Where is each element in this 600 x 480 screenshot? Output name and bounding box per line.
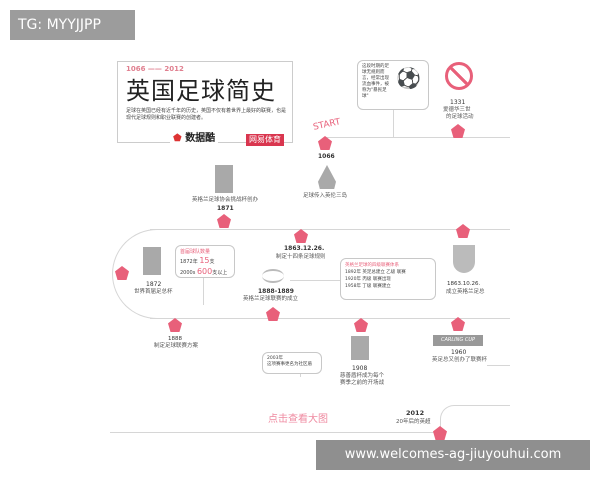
fa-cup-icon [143, 247, 161, 275]
pentagon-marker [456, 224, 470, 238]
pentagon-marker [168, 318, 182, 332]
year-1331: 1331 [450, 99, 466, 106]
league-box-row3: 1958年 丁级 联赛建立 [345, 284, 391, 289]
start-label: START [312, 117, 342, 133]
fa-box-row1: 1872年 15支 [180, 256, 215, 265]
pentagon-marker [354, 318, 368, 332]
timeline-bottom [110, 432, 440, 433]
click-view-large[interactable]: 点击查看大图 [268, 414, 328, 425]
event-1331-text2: 的足球活动 [446, 114, 474, 120]
mob-text: 这段时期的足球无规则而言，经常出现流血事件，被称为"暴民足球" [362, 64, 389, 99]
league-system-box: 英格兰足球的四级联赛体系 1892年 英足总建立 乙级 联赛 1920年 丙级 … [340, 258, 436, 300]
league-box-row2: 1920年 丙级 联赛出现 [345, 277, 391, 282]
fa-cup-box: 首届球队数量 1872年 15支 2000s 600支以上 [175, 245, 235, 278]
timeline-row2 [150, 318, 510, 319]
connector [290, 280, 340, 281]
pentagon-marker [294, 229, 308, 243]
year-1960: 1960 [451, 349, 467, 356]
pentagon-marker [318, 136, 332, 150]
no-football-icon [445, 62, 473, 90]
year-1871: 1871 [217, 205, 234, 212]
connector [393, 108, 394, 138]
pentagon-marker [266, 307, 280, 321]
year-2012: 2012 [406, 409, 425, 417]
pentagon-marker [217, 214, 231, 228]
community-shield-box: 2003年 这项赛事更名为社区盾 [262, 352, 322, 374]
carling-cup-badge: CARLING CUP [433, 335, 483, 346]
event-1888-text: 制定足球联赛方案 [154, 343, 199, 349]
mob-football-box: 这段时期的足球无规则而言，经常出现流血事件，被称为"暴民足球" [357, 60, 429, 110]
title-years: 1066 —— 2012 [126, 65, 184, 73]
title-card: 1066 —— 2012 英国足球简史 足球在英国已经有近千年的历史，英国不仅有… [117, 61, 293, 143]
league-box-row1: 1892年 英足总建立 乙级 联赛 [345, 270, 406, 275]
logo1-text: 数据酷 [185, 133, 216, 144]
box-2003-text: 这项赛事更名为社区盾 [267, 362, 312, 367]
page-title: 英国足球简史 [126, 77, 276, 105]
year-1066: 1066 [318, 153, 335, 160]
event-2012-text: 20年后的英超 [396, 419, 431, 425]
timeline-row1 [150, 229, 510, 230]
community-shield-icon [351, 336, 369, 360]
event-1888-89-text: 英格兰足球联赛的成立 [243, 296, 299, 302]
year-1863-12-26: 1863.12.26. [284, 245, 325, 252]
event-1863a-text: 制定十四条足球规则 [276, 254, 326, 260]
fa-box-row2: 2000s 600支以上 [180, 267, 228, 276]
pentagon-marker [451, 317, 465, 331]
pentagon-marker [451, 124, 465, 138]
event-1908-text2: 赛季之前的开场战 [340, 380, 385, 386]
logo-shujuku: ⬟ 数据酷 [170, 133, 219, 145]
event-1908-text1: 慈善盾杯成为每个 [340, 373, 385, 379]
year-1888: 1888 [168, 336, 182, 342]
box-2003-title: 2003年 [267, 356, 283, 361]
tag-label: TG: MYYJJPP [10, 10, 135, 40]
event-1863b-text: 成立英格兰足总 [446, 289, 485, 295]
pentagon-marker [433, 426, 447, 440]
premier-league-lion-icon [262, 269, 284, 283]
event-1331-text1: 爱德华三世 [443, 107, 471, 113]
event-1960-text: 英足总又创办了联赛杯 [432, 357, 488, 363]
league-box-title: 英格兰足球的四级联赛体系 [345, 263, 399, 268]
year-1863-10-26: 1863.10.26. [447, 281, 481, 287]
players-icon: ⚽ [396, 66, 421, 90]
title-description: 足球在英国已经有近千年的历史，英国不仅有着世界上最好的联赛，也是现代足球规则和职… [126, 108, 287, 121]
event-1066-text: 足球传入英伦三岛 [303, 193, 348, 199]
england-crest-icon [453, 245, 475, 273]
timeline-curve-2012 [440, 405, 510, 435]
connector [487, 365, 510, 366]
logo-163: 网易体育 [246, 134, 284, 146]
event-1872-text: 世界首届足总杯 [134, 289, 173, 295]
pentagon-marker [115, 266, 129, 280]
trophy-icon [215, 165, 233, 193]
fa-box-title: 首届球队数量 [180, 249, 211, 255]
timeline-top [325, 137, 510, 138]
logo-pentagon-icon: ⬟ [173, 133, 182, 144]
year-1908: 1908 [352, 365, 368, 372]
ship-icon [318, 165, 336, 189]
year-1872: 1872 [146, 281, 162, 288]
year-1888-1889: 1888-1889 [258, 288, 294, 295]
event-1871-text: 英格兰足球协会挑战杯创办 [192, 197, 259, 203]
watermark: www.welcomes-ag-jiuyouhui.com [316, 440, 590, 470]
